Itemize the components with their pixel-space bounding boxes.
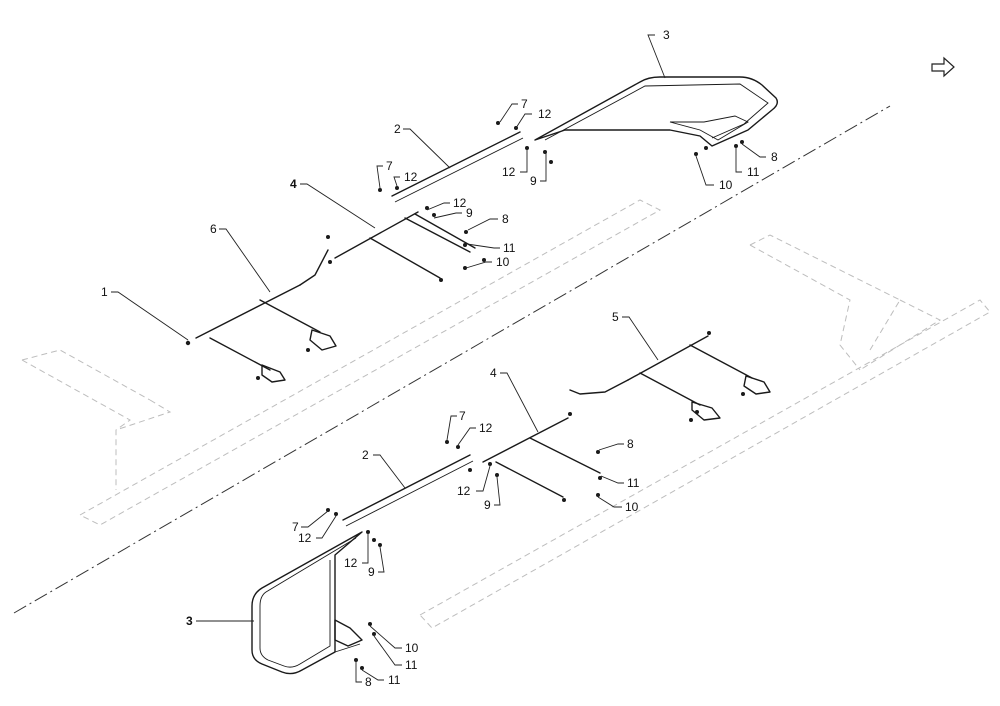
part-4-upper [334,211,476,279]
callout-7-lower-b: 7 [292,520,299,534]
fasteners-upper [185,121,744,380]
callout-3-upper: 3 [663,28,670,42]
callout-10-upper-b: 10 [496,255,510,269]
part-5-frame [569,335,771,421]
callout-11-lower-b: 11 [405,658,418,672]
callout-8-upper-a: 8 [771,150,778,164]
callout-7-upper-b: 7 [386,159,393,173]
ghost-frame-upper [21,199,662,526]
callout-8-upper-b: 8 [502,212,509,226]
callout-2-lower: 2 [362,448,369,462]
part-2-upper [391,131,521,197]
callout-6: 6 [210,222,217,236]
part-3-lower [251,531,363,675]
callout-2-upper: 2 [394,122,401,136]
callout-8-lower-a: 8 [627,437,634,451]
callout-10-lower-b: 10 [405,641,419,655]
callout-12-lower-c: 12 [298,531,312,545]
callout-11-lower-a: 11 [627,476,640,490]
callout-7-upper-a: 7 [521,97,528,111]
callout-12-upper-c: 12 [404,170,418,184]
center-line [13,105,891,614]
callout-11-upper-b: 11 [503,241,516,255]
callouts-upper: 3 7 12 2 12 9 8 11 10 7 12 4 12 9 8 11 1 [101,28,778,341]
part-3-upper [534,76,779,147]
callout-11-lower-c: 11 [388,673,401,687]
callout-9-lower-b: 9 [368,565,375,579]
ghost-frame-lower [419,234,991,629]
callout-4-upper: 4 [290,177,297,191]
callout-12-lower-d: 12 [344,556,358,570]
callout-12-upper-a: 12 [538,107,552,121]
part-4-lower [482,417,601,498]
callout-7-lower-a: 7 [459,409,466,423]
callout-11-upper-a: 11 [747,165,760,179]
callout-12-upper-d: 12 [453,196,467,210]
upper-assembly [185,76,779,383]
part-6-frame [195,249,337,383]
callout-8-lower-b: 8 [365,675,372,689]
direction-arrow-icon [931,56,955,78]
callout-1: 1 [101,285,108,299]
callout-12-lower-b: 12 [457,484,471,498]
callout-9-upper-b: 9 [466,206,473,220]
callout-10-lower-a: 10 [625,500,639,514]
lower-assembly [251,331,771,675]
callout-4-lower: 4 [490,366,497,380]
fasteners-lower [326,331,745,670]
callout-3-lower: 3 [186,614,193,628]
callout-10-upper-a: 10 [719,178,733,192]
part-2-lower [342,454,471,521]
callout-5: 5 [612,310,619,324]
callout-12-upper-b: 12 [502,165,516,179]
callout-9-upper-a: 9 [530,174,537,188]
callouts-lower: 5 4 7 12 8 2 11 12 9 10 7 12 12 9 3 10 1 [186,310,659,689]
callout-9-lower-a: 9 [484,498,491,512]
callout-12-lower-a: 12 [479,421,493,435]
